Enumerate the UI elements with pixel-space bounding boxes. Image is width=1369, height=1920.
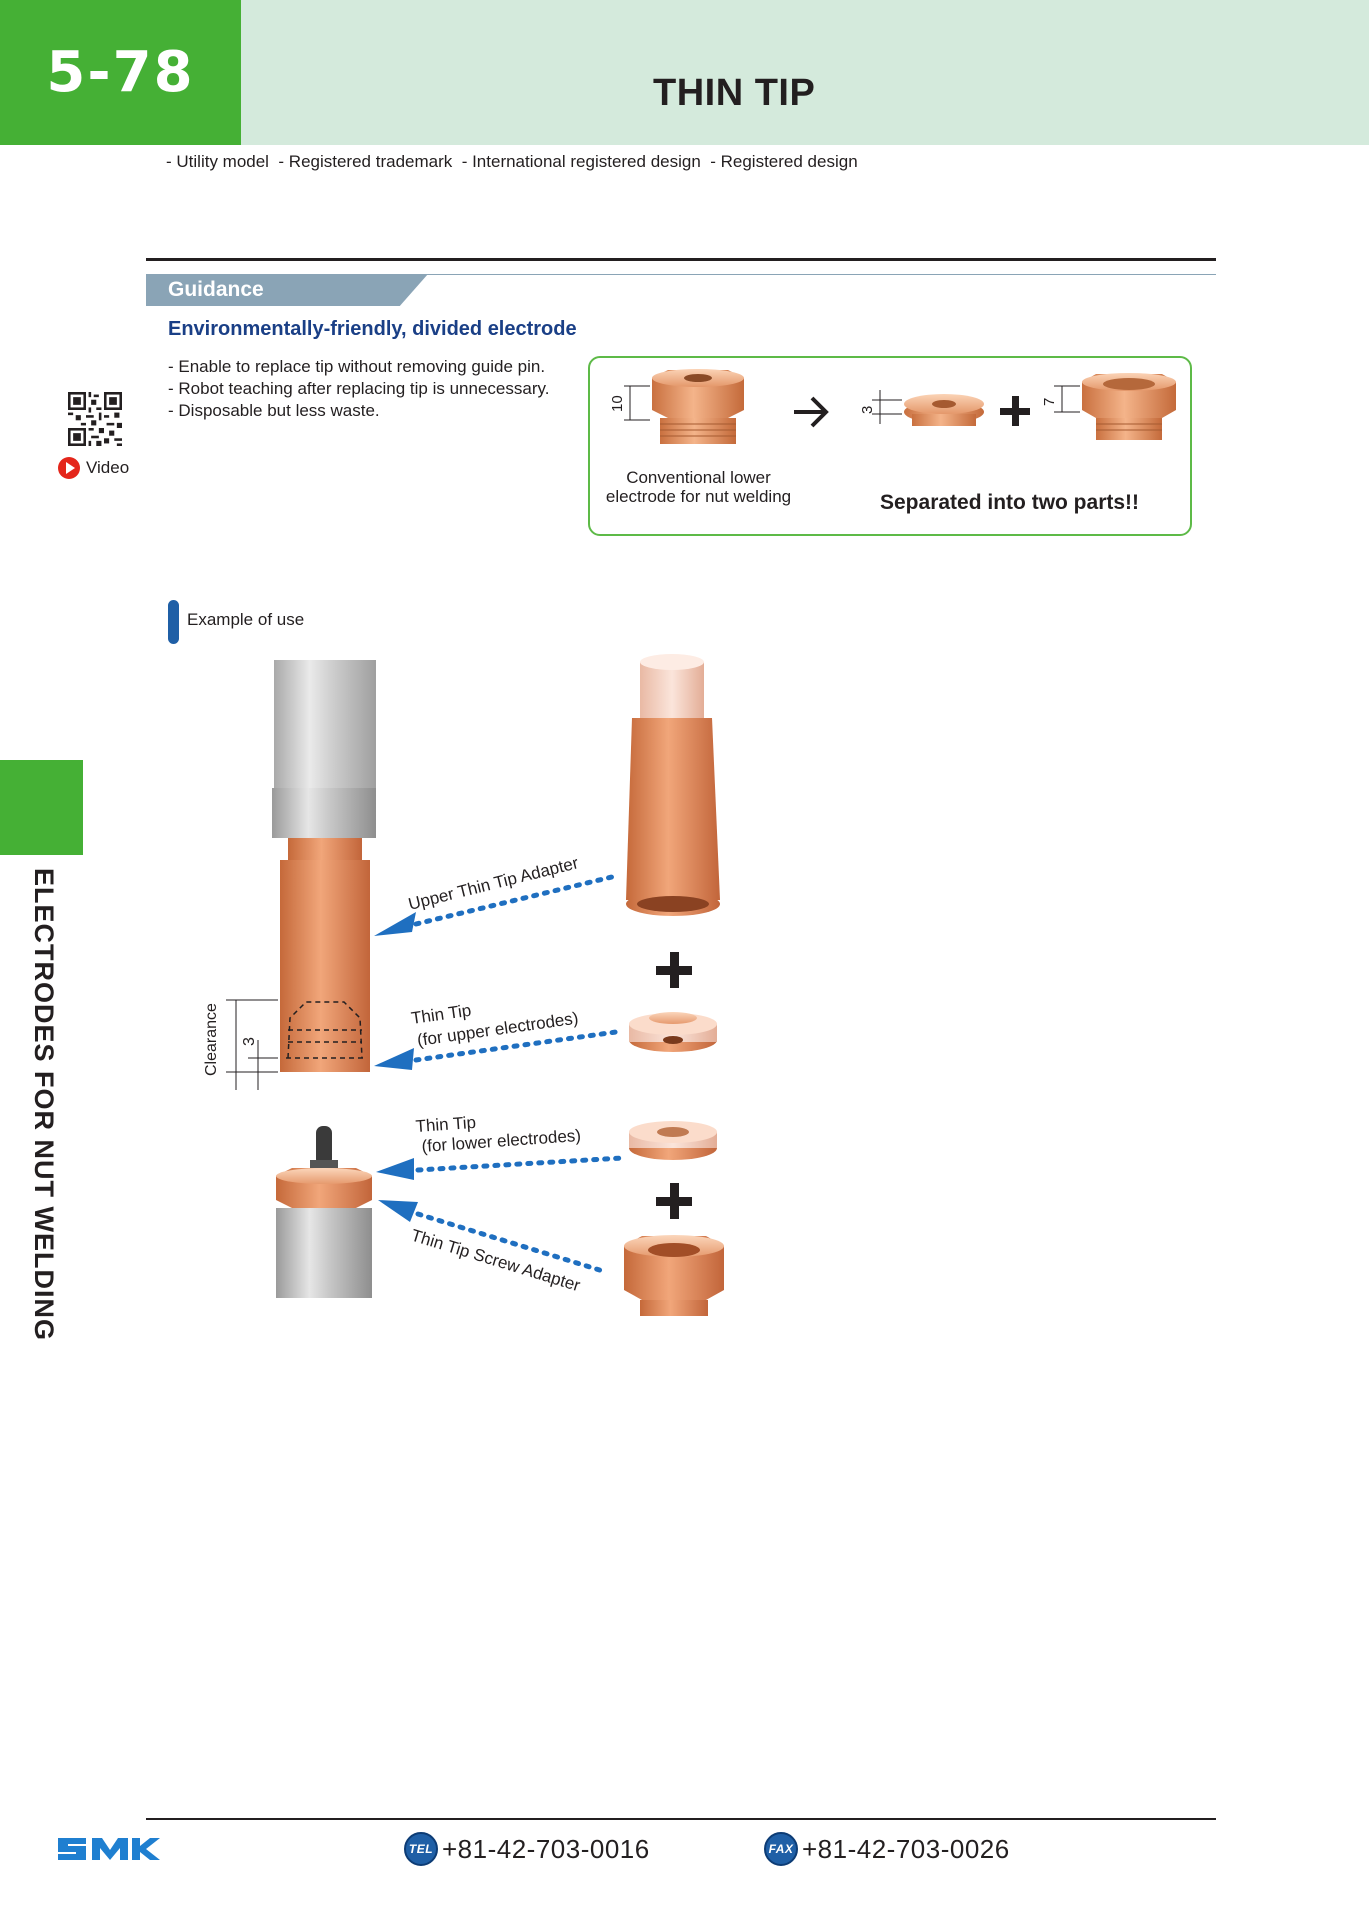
callout-arrows: [374, 873, 625, 1275]
plus-icon: [656, 952, 692, 988]
guidance-tab: Guidance: [146, 274, 428, 306]
fax-contact: FAX +81-42-703-0026: [764, 1832, 1010, 1866]
dimension-10: [624, 385, 650, 421]
video-label: Video: [86, 458, 130, 477]
ip-notes: - Utility model - Registered trademark -…: [166, 152, 858, 171]
bullet-item: - Enable to replace tip without removing…: [168, 357, 546, 376]
plus-icon: [1000, 396, 1030, 426]
fax-badge-icon: FAX: [764, 1832, 798, 1866]
arrow-right-icon: [794, 396, 829, 428]
guidance-heading: Environmentally-friendly, divided electr…: [168, 318, 577, 340]
lower-electrode-assembly: [276, 1126, 372, 1298]
adapter-image: [1082, 373, 1176, 440]
tel-badge-icon: TEL: [404, 1832, 438, 1866]
guidance-underline: [146, 274, 1216, 275]
upper-thin-tip-adapter-image: [626, 654, 720, 916]
dimension-3-label: 3: [859, 406, 876, 414]
play-icon: [58, 457, 80, 479]
bullet-item: - Disposable but less waste.: [168, 401, 380, 420]
clearance-dimension: [226, 999, 278, 1090]
example-illustration: Clearance 3: [203, 654, 724, 1316]
conventional-caption-line2: electrode for nut welding: [605, 487, 792, 506]
conventional-electrode-image: [652, 369, 744, 444]
dimension-3: [872, 390, 902, 424]
side-tab: [0, 760, 83, 855]
clearance-value: 3: [241, 1037, 258, 1046]
tel-number: +81-42-703-0016: [442, 1833, 650, 1864]
qr-code-icon[interactable]: [68, 392, 122, 446]
dimension-7-label: 7: [1041, 398, 1058, 406]
callout-lower-tip-line1: Thin Tip: [415, 1113, 477, 1136]
side-tab-label: ELECTRODES FOR NUT WELDING: [29, 868, 59, 1341]
plus-icon: [656, 1183, 692, 1219]
bullet-item: - Robot teaching after replacing tip is …: [168, 379, 550, 398]
fax-number: +81-42-703-0026: [802, 1833, 1010, 1864]
dimension-7: [1054, 385, 1080, 413]
lower-thin-tip-image: [629, 1121, 717, 1160]
tel-contact[interactable]: TEL +81-42-703-0016: [404, 1832, 650, 1866]
thin-tip-image: [904, 394, 984, 426]
page-title: THIN TIP: [653, 72, 816, 114]
upper-thin-tip-image: [629, 1012, 717, 1052]
separated-caption: Separated into two parts!!: [880, 491, 1140, 514]
company-logo: [58, 1838, 160, 1860]
guidance-bullets: - Enable to replace tip without removing…: [168, 356, 549, 422]
guidance-tab-label: Guidance: [168, 278, 264, 301]
example-label: Example of use: [187, 610, 305, 629]
side-tab-label-wrap: ELECTRODES FOR NUT WELDING: [28, 868, 68, 1388]
page-number: 5-78: [0, 0, 241, 145]
conventional-caption-line1: Conventional lower: [626, 468, 771, 487]
footer-divider: [146, 1818, 1216, 1820]
dimension-10-label: 10: [609, 395, 626, 412]
clearance-label: Clearance: [203, 1003, 220, 1076]
conventional-caption: Conventional lower electrode for nut wel…: [596, 468, 801, 506]
example-marker: [168, 600, 179, 644]
comparison-illustration: 10 3 7: [609, 369, 1176, 444]
video-link[interactable]: Video: [58, 457, 129, 479]
page-title-area: THIN TIP: [241, 0, 1369, 190]
section-divider: [146, 258, 1216, 261]
comparison-box: [588, 356, 1192, 536]
screw-adapter-image: [624, 1235, 724, 1316]
upper-electrode-assembly: [272, 660, 376, 1072]
